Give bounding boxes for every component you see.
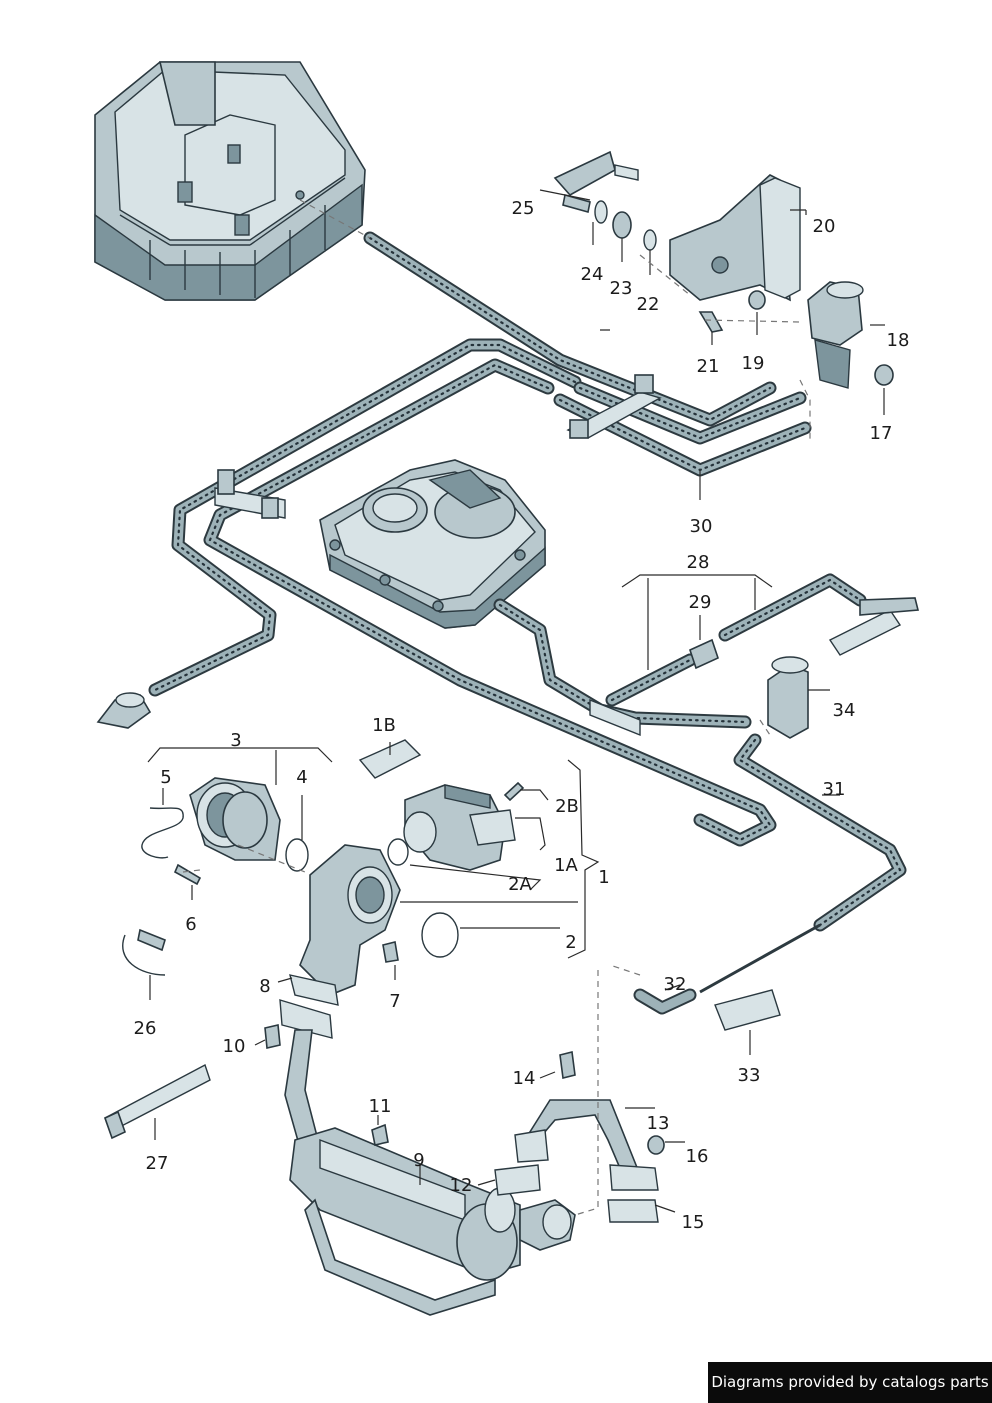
part-label-27: 27 (146, 1153, 169, 1174)
part-label-2B: 2B (555, 796, 579, 817)
part-label-20: 20 (813, 216, 836, 237)
part-label-24: 24 (581, 264, 604, 285)
part-label-32: 32 (664, 974, 687, 995)
egr-valve-assembly (358, 739, 525, 871)
air-filter-housing (94, 61, 366, 301)
part-label-31: 31 (823, 779, 846, 800)
part-label-3: 3 (230, 730, 241, 751)
part-label-8: 8 (259, 976, 270, 997)
part-label-7: 7 (389, 991, 400, 1012)
part-label-14: 14 (513, 1068, 536, 1089)
cylinder-head-cover (319, 459, 546, 629)
part-label-34: 34 (833, 700, 856, 721)
part-label-10: 10 (223, 1036, 246, 1057)
part-label-26: 26 (134, 1018, 157, 1039)
part-label-1A: 1A (554, 855, 578, 876)
part-label-5: 5 (160, 767, 171, 788)
attribution-footer: Diagrams provided by catalogs parts (708, 1362, 992, 1403)
egr-connecting-pipe (264, 844, 459, 1049)
part-label-6: 6 (185, 914, 196, 935)
part-label-19: 19 (742, 353, 765, 374)
vacuum-valves (96, 597, 920, 739)
part-label-2: 2 (565, 932, 576, 953)
egr-cooler-assembly (284, 1029, 665, 1316)
part-label-29: 29 (689, 592, 712, 613)
part-label-13: 13 (647, 1113, 670, 1134)
part-label-16: 16 (686, 1146, 709, 1167)
part-label-21: 21 (697, 356, 720, 377)
part-label-9: 9 (413, 1150, 424, 1171)
part-label-15: 15 (682, 1212, 705, 1233)
leader-lines (147, 189, 885, 1216)
clamps-and-ties (104, 928, 781, 1140)
part-label-30: 30 (690, 516, 713, 537)
part-label-1B: 1B (372, 715, 396, 736)
part-label-2A: 2A (508, 874, 532, 895)
part-label-12: 12 (450, 1175, 473, 1196)
part-label-22: 22 (637, 294, 660, 315)
part-label-23: 23 (610, 278, 633, 299)
part-label-18: 18 (887, 330, 910, 351)
part-label-11: 11 (369, 1096, 392, 1117)
part-label-4: 4 (296, 767, 307, 788)
part-label-25: 25 (512, 198, 535, 219)
bracket-and-solenoid-valve (553, 150, 894, 389)
hose-clips (214, 374, 662, 737)
part-number-labels: 25 20 24 23 22 18 21 19 17 30 28 29 34 1… (134, 198, 910, 1233)
part-label-28: 28 (687, 552, 710, 573)
part-label-33: 33 (738, 1065, 761, 1086)
part-label-17: 17 (870, 423, 893, 444)
throttle-valve-assembly (141, 777, 309, 886)
part-label-1: 1 (598, 867, 609, 888)
